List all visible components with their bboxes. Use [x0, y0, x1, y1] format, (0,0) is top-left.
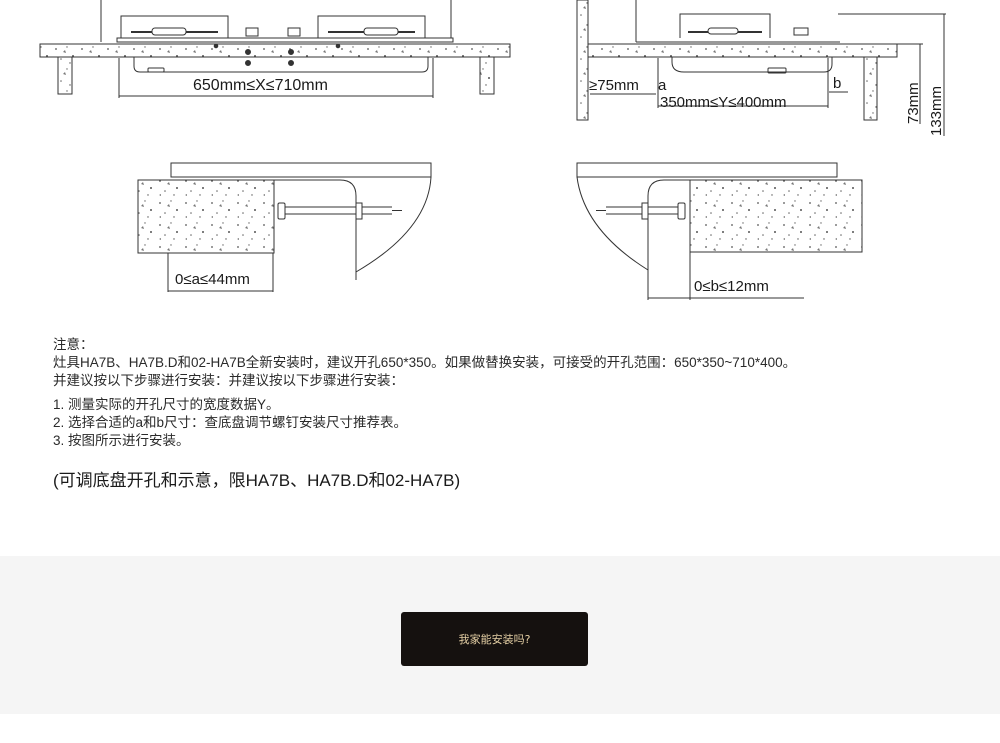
can-install-button[interactable]: 我家能安装吗?: [401, 612, 588, 666]
front-width-label: 650mm≤X≤710mm: [193, 77, 328, 94]
detail-b-view: [576, 162, 863, 300]
front-view: [39, 0, 511, 98]
detail-a-label: 0≤a≤44mm: [175, 271, 250, 288]
step-2: 2. 选择合适的a和b尺寸：查底盘调节螺钉安装尺寸推荐表。: [53, 415, 408, 430]
step-1: 1. 测量实际的开孔尺寸的宽度数据Y。: [53, 397, 280, 412]
detail-a-view: [137, 162, 432, 292]
detail-b-label: 0≤b≤12mm: [694, 278, 769, 295]
notes-line-2: 并建议按以下步骤进行安装：并建议按以下步骤进行安装：: [53, 373, 404, 388]
step-3: 3. 按图所示进行安装。: [53, 433, 190, 448]
side-edge-distance-label: ≥75mm: [589, 77, 639, 94]
notes-title: 注意：: [53, 337, 94, 352]
notes-line-1: 灶具HA7B、HA7B.D和02-HA7B全新安装时，建议开孔650*350。如…: [53, 355, 797, 370]
side-depth-label: 350mm≤Y≤400mm: [660, 94, 787, 111]
installation-diagram: 650mm≤X≤710mm ≥75mm a b 350mm≤Y≤400mm 73: [39, 0, 946, 300]
footer-section: 我家能安装吗?: [0, 556, 1000, 714]
side-height-133-label: 133mm: [928, 86, 945, 136]
side-view: [576, 0, 946, 136]
side-marker-b: b: [833, 75, 841, 92]
diagram-caption: (可调底盘开孔和示意，限HA7B、HA7B.D和02-HA7B): [53, 471, 461, 490]
side-height-73-label: 73mm: [905, 82, 922, 124]
installation-notes: 注意： 灶具HA7B、HA7B.D和02-HA7B全新安装时，建议开孔650*3…: [53, 336, 993, 450]
side-marker-a: a: [658, 77, 667, 94]
